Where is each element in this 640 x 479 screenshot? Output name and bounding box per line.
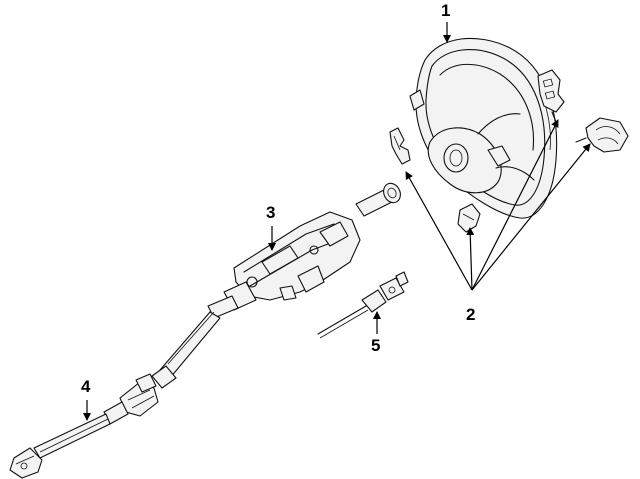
callout-4: 4 bbox=[81, 377, 91, 396]
intermediate-shaft-illustration bbox=[9, 373, 159, 479]
steering-wheel-illustration bbox=[409, 37, 558, 219]
callout-5: 5 bbox=[371, 336, 381, 355]
switch-parts-illustration bbox=[389, 69, 629, 233]
callout-1: 1 bbox=[441, 1, 451, 20]
sensor-cable-illustration bbox=[317, 271, 409, 339]
callout-2: 2 bbox=[466, 305, 476, 324]
steering-column-illustration bbox=[151, 182, 401, 389]
leader-lines bbox=[83, 22, 591, 421]
callout-3: 3 bbox=[266, 203, 276, 222]
